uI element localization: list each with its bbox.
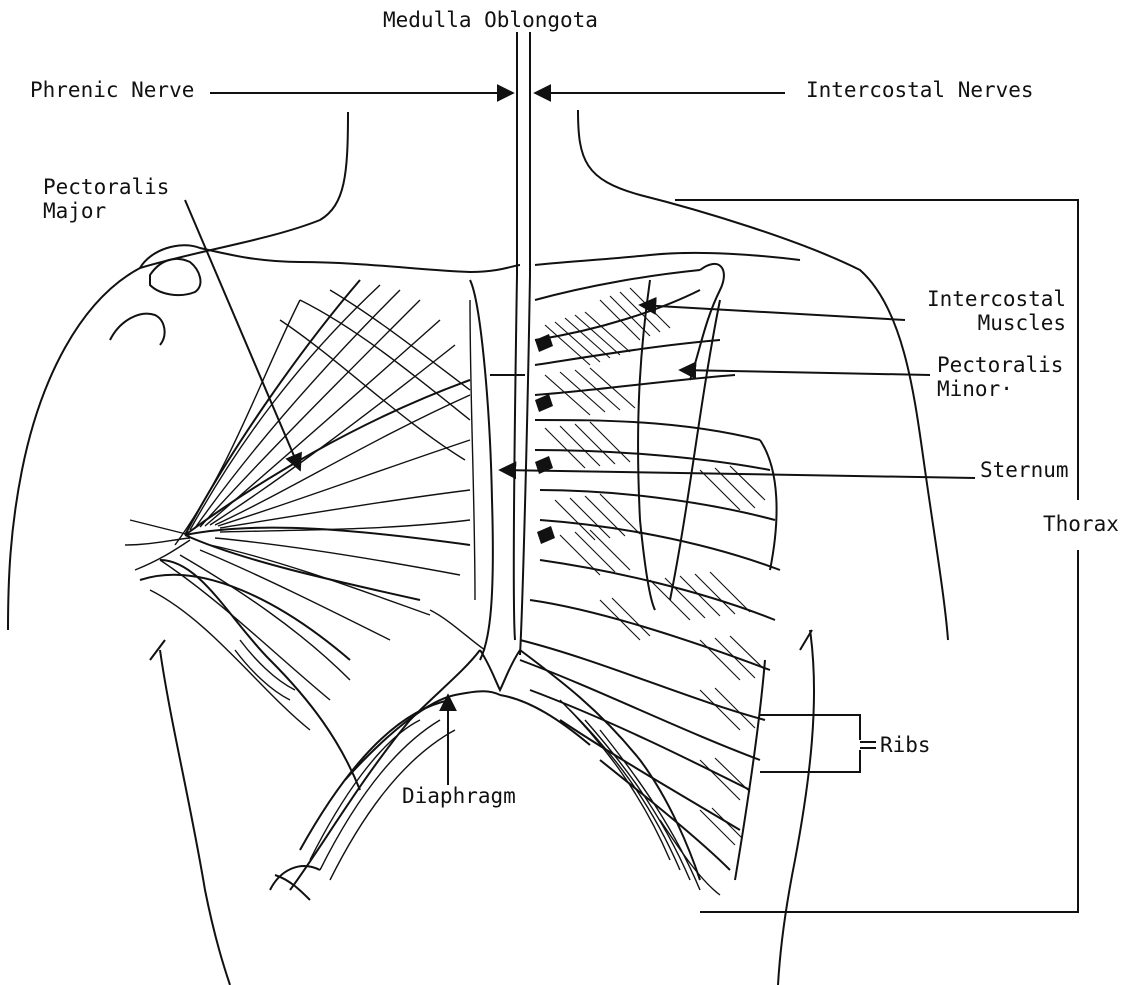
ribs-label: Ribs <box>880 733 931 757</box>
sternum-label: Sternum <box>980 458 1069 482</box>
medulla-oblongota-label: Medulla Oblongota <box>383 8 598 32</box>
diaphragm-label: Diaphragm <box>402 784 516 808</box>
thorax-label: Thorax <box>1043 512 1119 536</box>
phrenic-nerve-label: Phrenic Nerve <box>30 78 194 102</box>
pectoralis-minor-label: Pectoralis Minor· <box>937 353 1063 401</box>
intercostal-nerves-label: Intercostal Nerves <box>806 78 1034 102</box>
intercostal-muscles-label: Intercostal Muscles <box>927 287 1066 335</box>
pectoralis-major-label: Pectoralis Major <box>43 175 169 223</box>
